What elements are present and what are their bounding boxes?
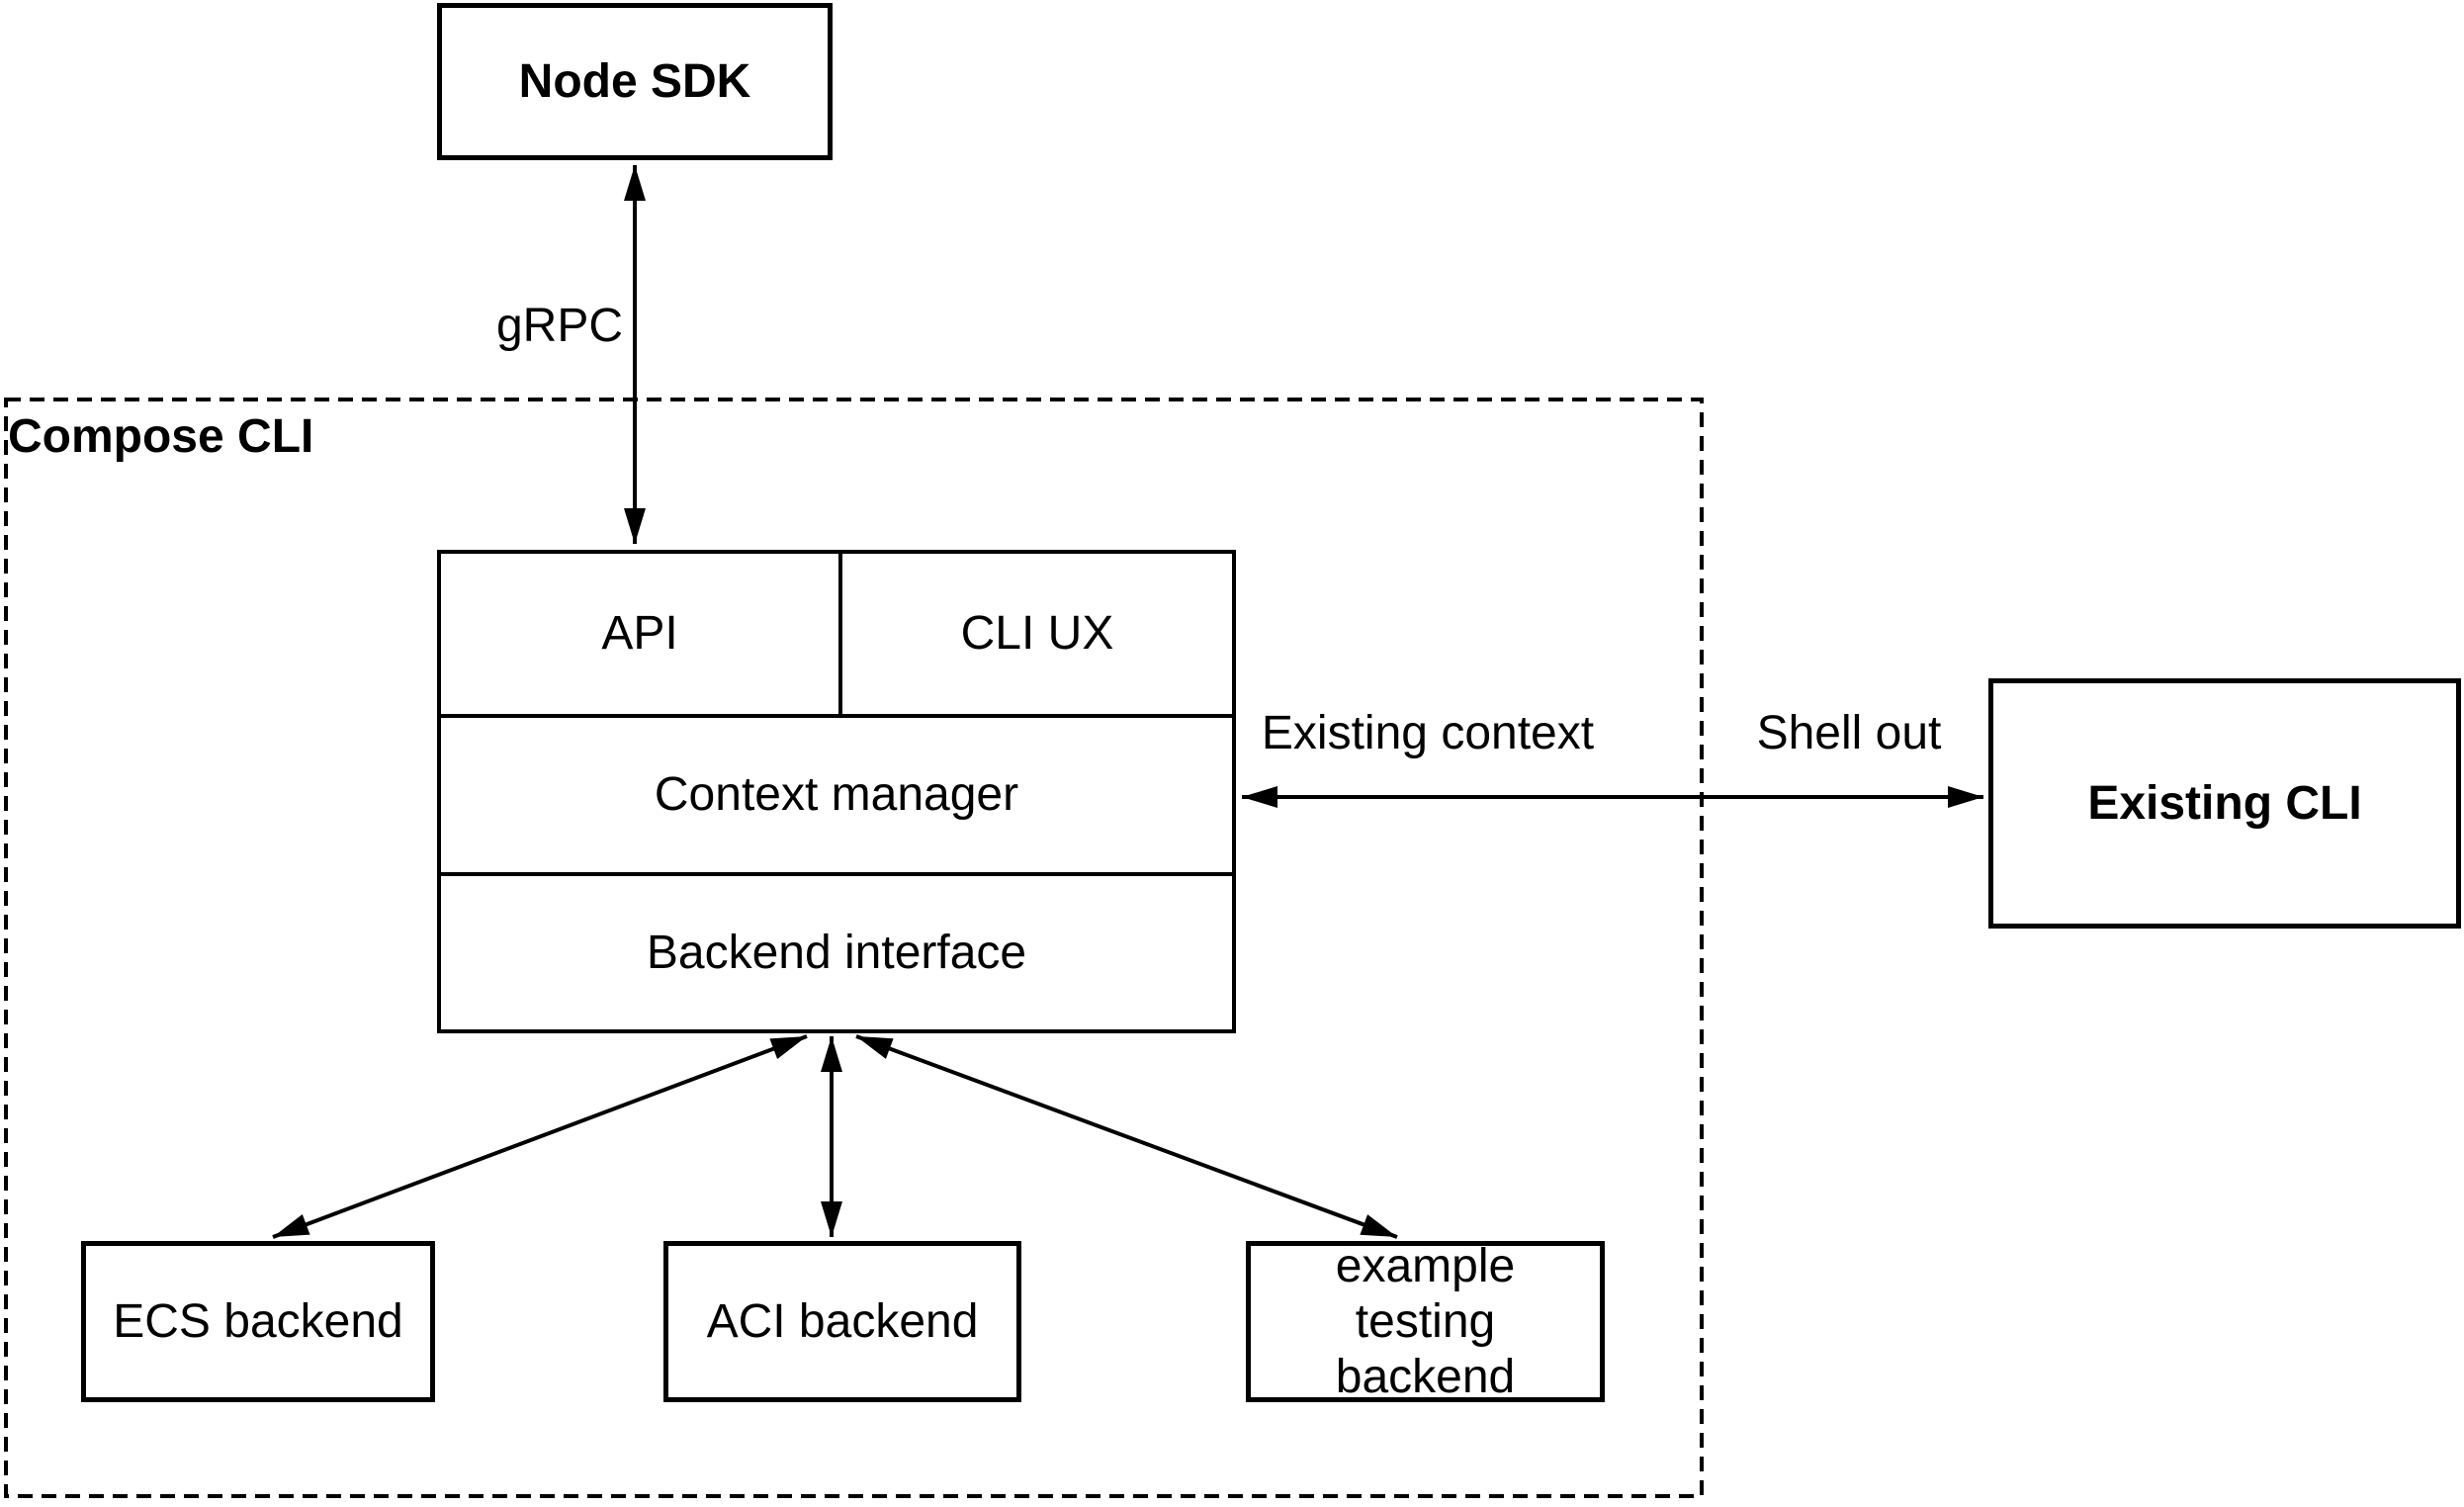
node-context-manager: Context manager: [441, 718, 1232, 872]
backend-interface-label: Backend interface: [646, 926, 1027, 979]
node-api: API: [441, 554, 838, 714]
edge-label-shell-out: Shell out: [1756, 707, 1942, 759]
node-example-testing-backend: example testing backend: [1246, 1239, 1605, 1403]
context-manager-label: Context manager: [654, 768, 1019, 821]
compose-cli-container-label: Compose CLI: [8, 410, 314, 463]
edge-backend-to-example: [855, 1034, 1398, 1239]
example-testing-backend-label: example testing backend: [1335, 1239, 1516, 1403]
edge-label-existing-context: Existing context: [1261, 707, 1595, 759]
edge-label-grpc: gRPC: [495, 300, 623, 352]
node-compose-cli-core: API CLI UX Context manager Backend inter…: [437, 550, 1236, 1033]
node-backend-interface: Backend interface: [441, 876, 1232, 1029]
node-ecs-backend: ECS backend: [81, 1241, 435, 1402]
ecs-backend-label: ECS backend: [113, 1294, 403, 1348]
edge-backend-to-ecs: [272, 1034, 808, 1239]
node-existing-cli: Existing CLI: [1988, 678, 2461, 929]
node-aci-backend: ACI backend: [663, 1241, 1021, 1402]
aci-backend-label: ACI backend: [706, 1294, 979, 1348]
node-sdk-label: Node SDK: [518, 54, 751, 108]
api-label: API: [601, 607, 678, 660]
node-cli-ux: CLI UX: [842, 554, 1232, 714]
node-node-sdk: Node SDK: [437, 3, 833, 160]
existing-cli-label: Existing CLI: [2087, 776, 2362, 830]
cli-ux-label: CLI UX: [960, 607, 1114, 660]
